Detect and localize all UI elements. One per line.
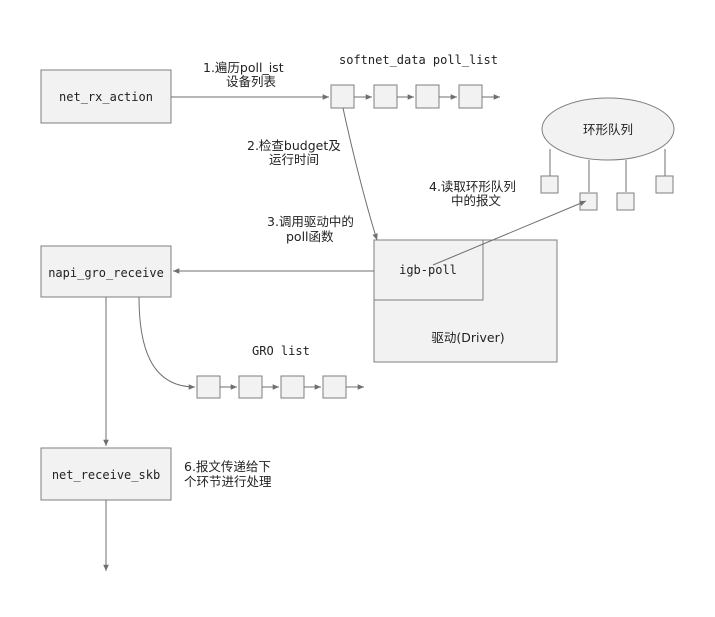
ring-queue-slots: [540, 149, 674, 211]
step1-annotation: 1.遍历poll_ist 设备列表: [203, 60, 284, 89]
node-driver-label: 驱动(Driver): [431, 330, 504, 345]
step4-line2: 中的报文: [451, 193, 502, 208]
step4-annotation: 4.读取环形队列 中的报文: [429, 179, 516, 208]
node-net-receive-skb: net_receive_skb: [40, 447, 172, 501]
ring-slot: [579, 192, 598, 211]
step6-line1: 6.报文传递给下: [184, 459, 271, 474]
poll-list-chain: [330, 84, 500, 109]
ring-slot: [655, 175, 674, 194]
node-ring-queue-label: 环形队列: [583, 122, 633, 137]
ring-slot: [540, 175, 559, 194]
step6-annotation: 6.报文传递给下 个环节进行处理: [184, 459, 272, 489]
gro-list-chain: [196, 375, 364, 399]
node-napi-gro-receive: napi_gro_receive: [40, 245, 172, 298]
poll-list-node: [330, 84, 355, 109]
node-napi-gro-receive-label: napi_gro_receive: [48, 266, 164, 280]
step2-line2: 运行时间: [269, 152, 319, 167]
edge-igb-poll-to-ring: [432, 200, 587, 266]
node-ring-queue: 环形队列: [541, 97, 675, 161]
gro-list-node: [196, 375, 221, 399]
step1-line1: 1.遍历poll_ist: [203, 60, 284, 75]
edge-napi-to-gro-list: [138, 296, 196, 390]
poll-list-label: softnet_data poll_list: [339, 53, 498, 67]
gro-list-node: [322, 375, 347, 399]
step3-annotation: 3.调用驱动中的 poll函数: [267, 214, 354, 244]
gro-list-node: [238, 375, 263, 399]
node-igb-poll-label: igb-poll: [399, 263, 457, 277]
poll-list-node: [458, 84, 483, 109]
node-net-rx-action: net_rx_action: [40, 69, 172, 124]
step2-annotation: 2.检查budget及 运行时间: [247, 138, 341, 167]
edge-poll-list-to-igb-poll: [342, 107, 378, 241]
step2-line1: 2.检查budget及: [247, 138, 341, 153]
poll-list-node: [415, 84, 440, 109]
gro-list-label: GRO list: [252, 344, 310, 358]
step1-line2: 设备列表: [226, 74, 277, 89]
gro-list-node: [280, 375, 305, 399]
step3-line2: poll函数: [286, 229, 334, 244]
node-igb-poll: igb-poll: [373, 239, 484, 301]
step3-line1: 3.调用驱动中的: [267, 214, 354, 229]
ring-slot: [616, 192, 635, 211]
poll-list-node: [373, 84, 398, 109]
step6-line2: 个环节进行处理: [184, 474, 272, 489]
step4-line1: 4.读取环形队列: [429, 179, 516, 194]
node-net-receive-skb-label: net_receive_skb: [52, 468, 160, 482]
node-net-rx-action-label: net_rx_action: [59, 90, 153, 104]
